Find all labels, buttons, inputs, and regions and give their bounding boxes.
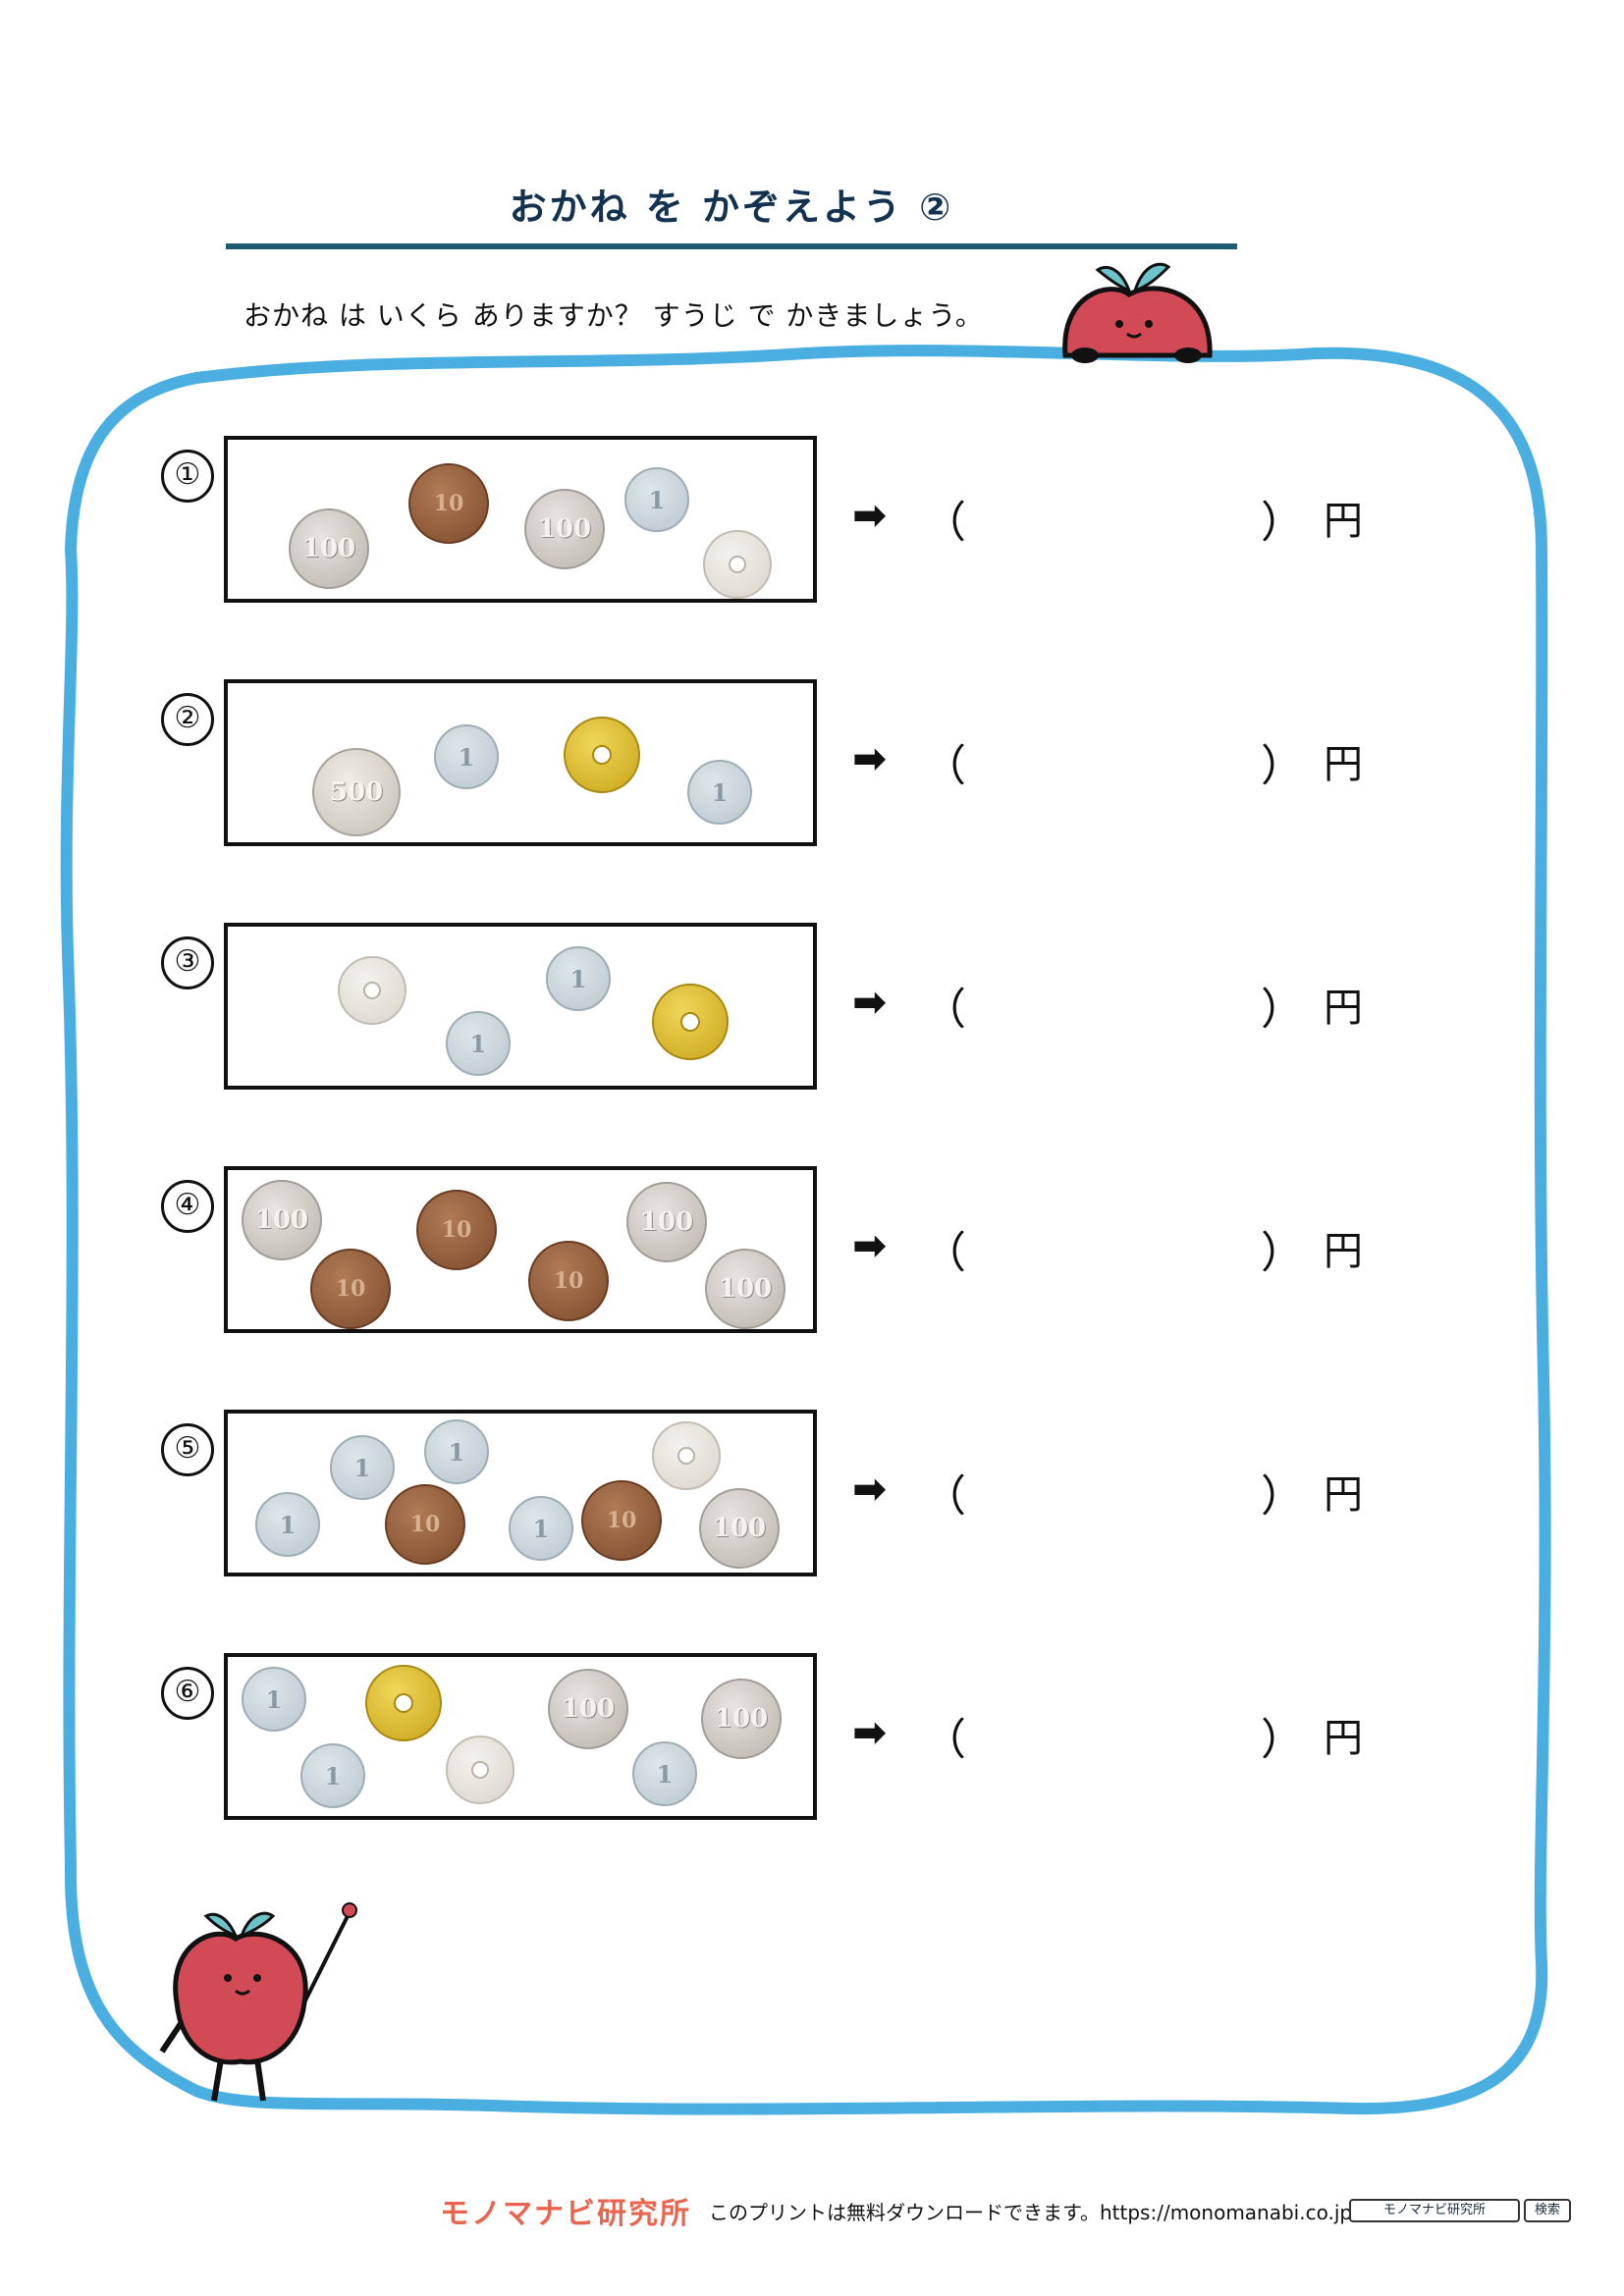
coin-10-yen: 10 xyxy=(416,1190,497,1270)
brand-logo: モノマナビ研究所 xyxy=(440,2189,691,2232)
coin-50-yen xyxy=(703,530,772,599)
apple-character-top-icon xyxy=(1062,262,1213,363)
coin-1-yen: 1 xyxy=(434,724,499,789)
coin-10-yen: 10 xyxy=(310,1249,391,1329)
coin-100-yen: 100 xyxy=(701,1679,782,1759)
coin-100-yen: 100 xyxy=(626,1182,707,1262)
coin-100-yen: 100 xyxy=(699,1488,780,1569)
coin-box-1: 100 10 100 1 xyxy=(224,436,817,603)
close-paren-1: ） xyxy=(1261,498,1304,548)
open-paren-6: （ xyxy=(923,1715,966,1765)
close-paren-5: ） xyxy=(1261,1471,1304,1522)
footer-note: このプリントは無料ダウンロードできます。https://monomanabi.c… xyxy=(709,2201,1353,2224)
coin-100-yen: 100 xyxy=(242,1180,322,1260)
coin-100-yen: 100 xyxy=(524,489,605,569)
coin-1-yen: 1 xyxy=(242,1667,306,1732)
coin-10-yen: 10 xyxy=(385,1484,465,1565)
coin-box-2: 500 1 1 xyxy=(224,679,817,846)
answer-arrow-1: ➡ xyxy=(852,491,888,539)
close-paren-6: ） xyxy=(1261,1715,1304,1765)
coin-10-yen: 10 xyxy=(408,463,489,544)
yen-unit-5: 円 xyxy=(1324,1472,1363,1518)
answer-arrow-6: ➡ xyxy=(852,1708,888,1756)
search-button[interactable]: 検索 xyxy=(1524,2199,1571,2222)
coin-box-3: 1 1 xyxy=(224,923,817,1090)
coin-5-yen xyxy=(652,984,729,1060)
answer-arrow-3: ➡ xyxy=(852,978,888,1026)
answer-arrow-2: ➡ xyxy=(852,734,888,782)
close-paren-2: ） xyxy=(1261,741,1304,791)
coin-1-yen: 1 xyxy=(624,467,689,532)
apple-character-bottom-icon xyxy=(159,1902,357,2102)
coin-1-yen: 1 xyxy=(632,1741,697,1806)
coin-50-yen xyxy=(446,1735,514,1804)
yen-unit-6: 円 xyxy=(1324,1716,1363,1761)
open-paren-3: （ xyxy=(923,985,966,1035)
open-paren-2: （ xyxy=(923,741,966,791)
coin-1-yen: 1 xyxy=(546,946,611,1011)
coin-50-yen xyxy=(338,956,406,1025)
yen-unit-4: 円 xyxy=(1324,1229,1363,1274)
coin-100-yen: 100 xyxy=(548,1669,628,1749)
open-paren-5: （ xyxy=(923,1471,966,1522)
coin-100-yen: 100 xyxy=(705,1249,785,1329)
coin-1-yen: 1 xyxy=(300,1743,365,1808)
problem-number-3: ③ xyxy=(161,936,214,989)
search-input[interactable]: モノマナビ研究所 xyxy=(1349,2199,1520,2222)
coin-5-yen xyxy=(365,1665,442,1741)
coin-5-yen xyxy=(564,717,640,793)
coin-50-yen xyxy=(652,1421,721,1490)
problem-number-4: ④ xyxy=(161,1180,214,1233)
answer-arrow-4: ➡ xyxy=(852,1221,888,1269)
title-divider xyxy=(226,243,1237,249)
answer-arrow-5: ➡ xyxy=(852,1465,888,1513)
problem-number-5: ⑤ xyxy=(161,1423,214,1476)
coin-10-yen: 10 xyxy=(528,1241,609,1321)
yen-unit-2: 円 xyxy=(1324,742,1363,787)
page-title: おかね を かぞえよう ② xyxy=(509,186,954,229)
open-paren-1: （ xyxy=(923,498,966,548)
coin-box-6: 1 1 100 1 100 xyxy=(224,1653,817,1820)
coin-100-yen: 100 xyxy=(289,508,369,589)
coin-1-yen: 1 xyxy=(446,1011,511,1076)
open-paren-4: （ xyxy=(923,1228,966,1278)
problem-number-1: ① xyxy=(161,450,214,503)
coin-1-yen: 1 xyxy=(424,1419,489,1484)
coin-10-yen: 10 xyxy=(581,1480,662,1561)
coin-500-yen: 500 xyxy=(312,748,401,836)
coin-1-yen: 1 xyxy=(255,1492,320,1557)
yen-unit-1: 円 xyxy=(1324,499,1363,544)
coin-box-4: 100 10 10 10 100 100 xyxy=(224,1166,817,1333)
yen-unit-3: 円 xyxy=(1324,986,1363,1031)
close-paren-4: ） xyxy=(1261,1228,1304,1278)
close-paren-3: ） xyxy=(1261,985,1304,1035)
coin-1-yen: 1 xyxy=(509,1496,573,1561)
brand-name: モノマナビ研究所 xyxy=(440,2197,691,2231)
coin-1-yen: 1 xyxy=(687,760,752,825)
problem-number-6: ⑥ xyxy=(161,1667,214,1720)
coin-1-yen: 1 xyxy=(330,1435,395,1500)
coin-box-5: 1 1 1 10 1 10 100 xyxy=(224,1410,817,1576)
instruction-text: おかね は いくら ありますか？ すうじ で かきましょう。 xyxy=(244,299,984,332)
problem-number-2: ② xyxy=(161,693,214,746)
